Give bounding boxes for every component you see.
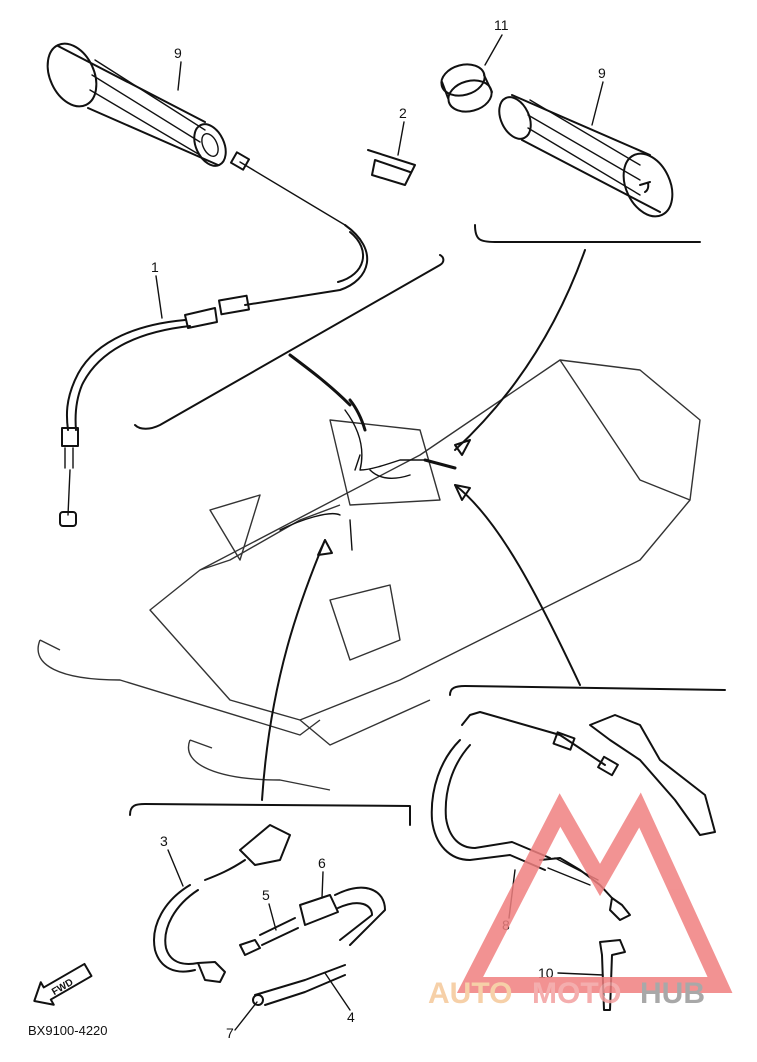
watermark-triangles-icon xyxy=(456,792,733,993)
part-label-9-right: 9 xyxy=(598,65,606,81)
part-labels: 9 11 9 2 1 3 5 6 7 4 8 10 xyxy=(151,17,606,1041)
part-label-9-left: 9 xyxy=(174,45,182,61)
part-label-7: 7 xyxy=(226,1025,234,1041)
watermark-text-hub: HUB xyxy=(640,977,705,1010)
fwd-label: FWD xyxy=(50,977,75,998)
part-label-4: 4 xyxy=(347,1009,355,1025)
collar-ring xyxy=(440,63,493,113)
group-brackets xyxy=(129,224,726,826)
handlebar-parts xyxy=(344,398,457,479)
right-grip xyxy=(498,94,674,218)
leader-lines xyxy=(261,249,586,801)
part-label-3: 3 xyxy=(160,833,168,849)
watermark-text-auto: AUTO xyxy=(428,977,512,1010)
diagram-code: BX9100-4220 xyxy=(28,1023,108,1038)
brake-lever-group xyxy=(430,711,716,1011)
snowmobile-body xyxy=(37,359,701,791)
watermark-logo: AUTO MOTO HUB xyxy=(428,792,733,1010)
part-label-5: 5 xyxy=(262,887,270,903)
brake-cable-group xyxy=(153,824,386,1006)
part-label-1: 1 xyxy=(151,259,159,275)
watermark-text-moto: MOTO xyxy=(532,977,621,1010)
left-grip xyxy=(46,42,227,167)
part-label-2: 2 xyxy=(399,105,407,121)
part-label-6: 6 xyxy=(318,855,326,871)
part-label-11: 11 xyxy=(494,17,509,33)
fwd-arrow: FWD xyxy=(33,962,93,1006)
throttle-cable xyxy=(59,151,369,527)
clip xyxy=(367,149,416,186)
